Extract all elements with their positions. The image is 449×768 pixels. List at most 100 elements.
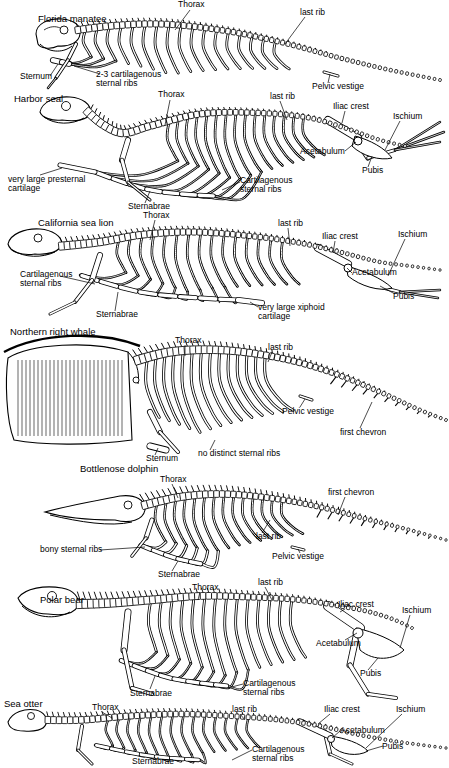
vertebra (329, 53, 334, 58)
vertebra-body (252, 715, 256, 720)
leader-line (333, 241, 335, 253)
vertebra-body (159, 21, 164, 27)
vertebra (360, 380, 366, 387)
vertebra-body (192, 24, 197, 30)
vertebra (318, 598, 323, 605)
leader-line (265, 587, 272, 600)
sternebra (220, 297, 236, 303)
part-label: last rib (232, 705, 257, 714)
vertebra (145, 708, 150, 718)
vertebra-body (383, 67, 387, 71)
vertebra-body (296, 720, 300, 725)
animal-name: Harbor seal (14, 94, 63, 104)
vertebra (225, 485, 231, 497)
vertebra (292, 495, 298, 505)
vertebra-body (427, 76, 430, 80)
baleen-plate (46, 360, 47, 436)
spinous-process (145, 492, 149, 500)
chevron-bone (339, 514, 343, 521)
vertebra-body (216, 109, 221, 115)
limb-bone (368, 694, 396, 698)
vertebra-body (386, 393, 391, 398)
vertebra-body (252, 234, 257, 240)
vertebra-body (390, 617, 394, 621)
sternebra (182, 194, 196, 195)
leader-line (366, 746, 383, 751)
vertebra-body (302, 46, 307, 51)
spinous-process (60, 237, 62, 242)
vertebra-body (201, 712, 206, 717)
spinous-process (149, 18, 151, 21)
baleen-plate (38, 360, 39, 436)
limb-bone (60, 165, 95, 172)
vertebra (368, 610, 372, 614)
part-label: last rib (278, 219, 303, 228)
limb-bone (330, 754, 352, 764)
vertebra-body (148, 21, 153, 27)
vertebra (400, 263, 403, 266)
vertebra (230, 486, 236, 498)
leader-line (268, 352, 272, 362)
vertebra (291, 238, 296, 245)
vertebra-body (73, 717, 79, 724)
sternebra (180, 297, 196, 298)
vertebra (422, 75, 425, 79)
vertebra (313, 242, 318, 248)
vertebra (163, 226, 169, 236)
spinous-process (264, 592, 265, 595)
baleen-plate (62, 360, 63, 436)
spinous-process (133, 349, 137, 356)
vertebra-body (134, 712, 139, 718)
rib (95, 29, 104, 58)
vertebra-body (250, 110, 255, 116)
spinous-process (137, 228, 139, 232)
limb-bone (124, 612, 128, 650)
vertebra-body (263, 235, 268, 241)
vertebra-body (278, 112, 283, 117)
vertebra-body (158, 230, 164, 237)
spinous-process (247, 590, 248, 594)
spinous-process (180, 708, 182, 711)
bony-sternal-rib (189, 551, 207, 565)
vertebra (164, 18, 170, 27)
vertebra-body (222, 109, 227, 115)
vertebra-body (401, 526, 404, 530)
vertebra-body (245, 110, 250, 116)
rib (148, 602, 156, 652)
spinous-process (254, 346, 256, 350)
vertebra-body (355, 130, 359, 135)
limb-bone (50, 302, 75, 314)
rib (106, 720, 113, 746)
vertebra (279, 716, 283, 723)
spinous-process (150, 590, 152, 596)
guide-path (138, 350, 446, 420)
limb-bone (68, 44, 76, 60)
vertebra-body (307, 47, 312, 52)
vertebra (214, 24, 220, 32)
spinous-process (141, 709, 142, 713)
guide-path (120, 660, 228, 686)
acetabulum (353, 628, 363, 638)
limb-bone (395, 132, 444, 150)
vertebra-body (247, 492, 253, 499)
skull-detail (22, 606, 70, 617)
part-label: bony sternal ribs (40, 545, 102, 554)
sternebra (188, 681, 199, 683)
vertebra-body (351, 59, 355, 64)
cartilage-rib (159, 663, 191, 678)
rib (160, 716, 169, 757)
skull-detail (50, 515, 132, 524)
vertebra (367, 63, 371, 67)
cartilage-rib (95, 161, 178, 176)
vertebra-body (187, 23, 192, 29)
vertebra (207, 709, 212, 717)
vertebra (433, 268, 435, 271)
vertebra (67, 712, 73, 723)
vertebra-body (379, 613, 383, 617)
vertebra (302, 240, 307, 247)
vertebra (384, 738, 387, 742)
leader-line (222, 182, 240, 190)
vertebra (317, 502, 325, 519)
spinous-process (133, 591, 135, 598)
vertebra-body (330, 507, 335, 512)
